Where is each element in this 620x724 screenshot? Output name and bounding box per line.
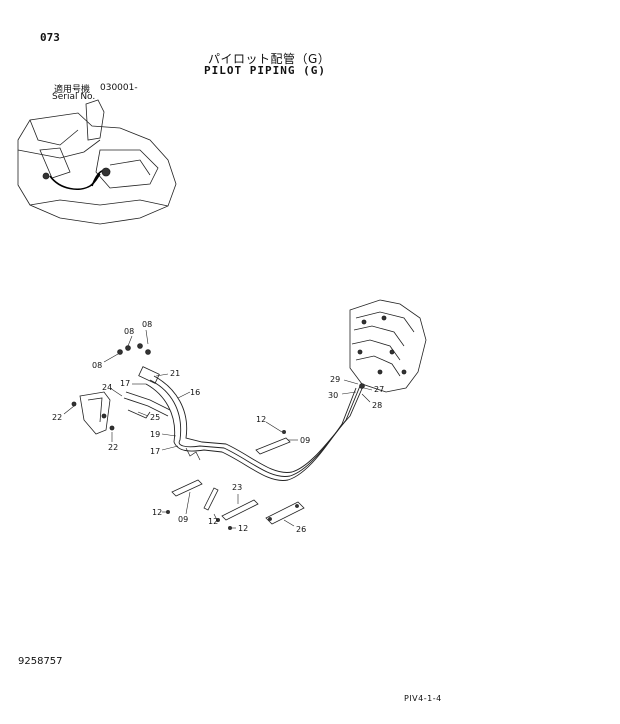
title-english: PILOT PIPING (G) [204,64,326,77]
callout-12: 12 [256,415,266,424]
control-valve [349,299,427,393]
title-japanese: パイロット配管（G） [208,52,331,66]
document-number: 9258757 [18,656,63,667]
machine-overview-sketch [17,99,177,225]
callout-16: 16 [190,388,200,397]
callout-labels: 08 08 08 21 17 16 24 25 22 22 19 17 12 0… [52,320,384,534]
pilot-hose-bundle [123,375,365,481]
callout-08: 08 [142,320,152,329]
serial-value: 030001- [100,83,138,93]
callout-09: 09 [300,436,310,445]
callout-12: 12 [208,517,218,526]
callout-25: 25 [150,413,160,422]
callout-22: 22 [52,413,62,422]
page-number: 073 [40,31,60,44]
callout-22: 22 [108,443,118,452]
callout-27: 27 [374,385,384,394]
callout-23: 23 [232,483,242,492]
callout-26: 26 [296,525,306,534]
callout-19: 19 [150,430,160,439]
callout-12: 12 [238,524,248,533]
callout-29: 29 [330,375,340,384]
callout-08: 08 [92,361,102,370]
callout-09: 09 [178,515,188,524]
callout-24: 24 [102,383,112,392]
callout-28: 28 [372,401,382,410]
bracket-assembly [71,391,151,435]
callout-30: 30 [328,391,338,400]
callout-17: 17 [150,447,160,456]
serial-label-japanese: 適用号機 [54,85,91,95]
page-code: PIV4-1-4 [404,694,442,703]
fittings [117,343,365,389]
callout-21: 21 [170,369,180,378]
callout-08: 08 [124,327,134,336]
callout-17: 17 [120,379,130,388]
callout-12: 12 [152,508,162,517]
serial-label-english: Serial No. [52,92,96,102]
protector-strips [171,437,305,525]
leader-lines [63,329,373,529]
